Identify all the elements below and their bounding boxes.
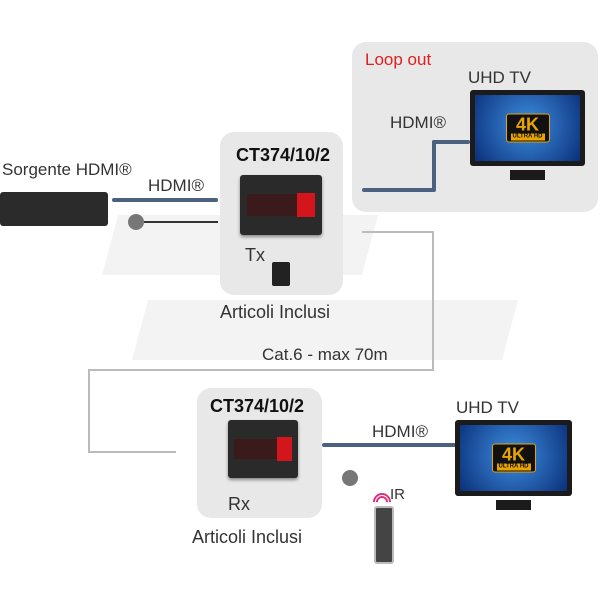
ir-receiver-icon	[128, 214, 144, 230]
rx-model: CT374/10/2	[210, 396, 305, 416]
source-label: Sorgente HDMI®	[2, 160, 132, 179]
tx-model: CT374/10/2	[236, 145, 331, 165]
cat6-cable	[362, 231, 434, 233]
hdmi-label: HDMI®	[390, 113, 446, 132]
tv-badge: 4K	[515, 114, 539, 135]
tx-role: Tx	[245, 245, 265, 265]
hdmi-cable	[322, 443, 456, 447]
tv-sub: ULTRA HD	[496, 463, 531, 471]
audio-cable	[144, 221, 218, 223]
cat6-cable	[88, 369, 434, 371]
hdmi-cable	[112, 198, 218, 202]
tv-sub: ULTRA HD	[510, 133, 545, 141]
rx-included: Articoli Inclusi	[192, 527, 303, 547]
cable-label: Cat.6 - max 70m	[262, 345, 388, 364]
tx-included: Articoli Inclusi	[220, 302, 331, 322]
loop-out-label: Loop out	[365, 50, 432, 69]
hdmi-label: HDMI®	[372, 422, 428, 441]
cat6-cable	[88, 369, 90, 453]
tv-label: UHD TV	[456, 398, 519, 417]
hdmi-label: HDMI®	[148, 176, 204, 195]
rx-role: Rx	[228, 494, 250, 514]
hdmi-cable	[432, 140, 470, 144]
ir-receiver-icon	[342, 470, 358, 486]
ir-label: IR	[390, 486, 405, 503]
power-adapter-icon	[272, 262, 290, 286]
source-device	[0, 192, 108, 226]
tv-badge: 4K	[501, 444, 525, 465]
tv-label: UHD TV	[468, 68, 531, 87]
cat6-cable	[88, 451, 176, 453]
hdmi-cable	[362, 188, 436, 192]
remote-control-icon	[374, 506, 394, 564]
tx-device	[240, 175, 322, 235]
rx-device	[228, 420, 298, 478]
hdmi-cable	[432, 140, 436, 190]
cat6-cable	[432, 231, 434, 371]
